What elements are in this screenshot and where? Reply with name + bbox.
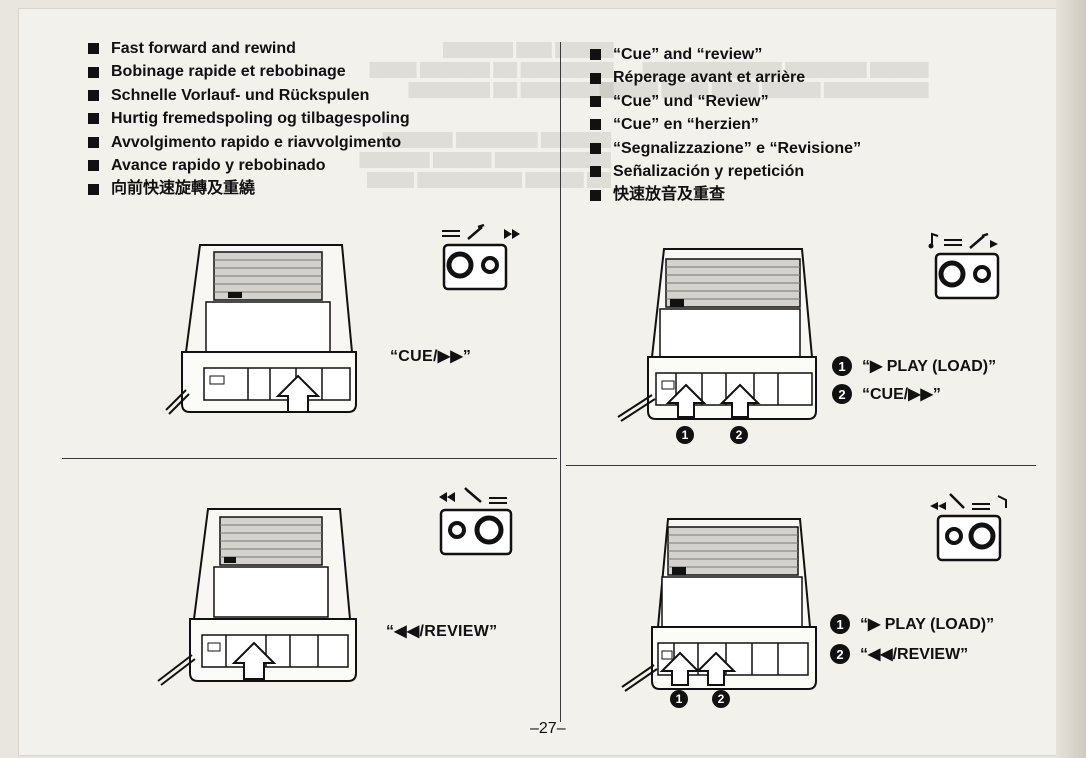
bullet-square — [88, 43, 99, 55]
heading-italian: “Segnalizzazione” e “Revisione” — [590, 137, 861, 160]
recorder-illustration — [617, 248, 817, 422]
heading-english: Fast forward and rewind — [88, 37, 410, 60]
bullet-square — [590, 189, 601, 201]
button-marker-2: 2 — [730, 426, 748, 444]
heading-danish: Hurtig fremedspoling og tilbagespoling — [88, 107, 410, 130]
recorder-illustration — [157, 508, 357, 686]
cassette-icon — [930, 493, 1007, 562]
heading-text: 快速放音及重查 — [613, 186, 726, 204]
step-number-badge: 1 — [830, 614, 850, 634]
column-divider — [560, 42, 561, 722]
page-number: –27– — [530, 720, 566, 737]
bullet-square — [88, 183, 99, 195]
heading-italian: Avvolgimento rapido e riavvolgimento — [88, 131, 410, 154]
recorder-illustration — [621, 518, 817, 692]
heading-spanish: Señalización y repetición — [590, 160, 861, 183]
step-play-load: 1 “▶ PLAY (LOAD)” — [832, 356, 996, 376]
heading-text: Avvolgimento rapido e riavvolgimento — [111, 133, 402, 151]
heading-text: Schnelle Vorlauf- und Rückspulen — [111, 86, 370, 104]
step-number-badge: 2 — [832, 384, 852, 404]
left-heading-list: Fast forward and rewind Bobinage rapide … — [88, 37, 410, 201]
heading-german: Schnelle Vorlauf- und Rückspulen — [88, 84, 410, 107]
heading-french: Réperage avant et arrière — [590, 66, 861, 89]
bullet-square — [88, 160, 99, 172]
button-marker-1: 1 — [676, 426, 694, 444]
heading-text: “Cue” and “review” — [613, 46, 763, 63]
step-number-badge: 1 — [832, 356, 852, 376]
step-cue: 2 “CUE/▶▶” — [832, 384, 941, 404]
heading-text: “Segnalizzazione” e “Revisione” — [613, 139, 862, 157]
button-marker-1: 1 — [670, 690, 688, 708]
bullet-square — [88, 136, 99, 148]
heading-text: “Cue” en “herzien” — [613, 116, 759, 134]
heading-text: Hurtig fremedspoling og tilbagespoling — [111, 110, 410, 128]
heading-german: “Cue” und “Review” — [590, 90, 861, 113]
bullet-square — [590, 119, 601, 131]
bullet-square — [590, 49, 601, 61]
figure-caption-review: “◀◀/REVIEW” — [386, 623, 498, 640]
step-review: 2 “◀◀/REVIEW” — [830, 644, 968, 664]
right-heading-list: “Cue” and “review” Réperage avant et arr… — [590, 43, 861, 207]
cassette-icon — [442, 223, 520, 291]
step-label: “◀◀/REVIEW” — [860, 646, 969, 663]
step-number-badge: 2 — [830, 644, 850, 664]
bullet-square — [88, 90, 99, 102]
bullet-square — [590, 166, 601, 178]
bullet-square — [88, 113, 99, 125]
button-marker-2: 2 — [712, 690, 730, 708]
heading-dutch: “Cue” en “herzien” — [590, 113, 861, 136]
cassette-icon — [439, 487, 513, 556]
step-label: “▶ PLAY (LOAD)” — [860, 616, 995, 633]
step-play-load: 1 “▶ PLAY (LOAD)” — [830, 614, 994, 634]
section-divider-left — [62, 458, 557, 459]
recorder-illustration — [165, 244, 357, 415]
cassette-icon — [928, 232, 1000, 300]
bullet-square — [88, 66, 99, 78]
heading-text: “Cue” und “Review” — [613, 92, 769, 110]
heading-chinese: 快速放音及重查 — [590, 183, 861, 206]
step-label: “CUE/▶▶” — [862, 386, 941, 403]
bullet-square — [590, 72, 601, 84]
bullet-square — [590, 96, 601, 108]
figure-caption-cue: “CUE/▶▶” — [390, 348, 472, 365]
heading-text: Bobinage rapide et rebobinage — [111, 63, 346, 81]
heading-text: Fast forward and rewind — [111, 40, 296, 57]
heading-spanish: Avance rapido y rebobinado — [88, 154, 410, 177]
heading-text: Señalización y repetición — [613, 163, 805, 181]
heading-text: 向前快速旋轉及重繞 — [111, 180, 256, 198]
heading-text: Avance rapido y rebobinado — [111, 157, 326, 175]
page-edge — [1056, 0, 1086, 758]
heading-text: Réperage avant et arrière — [613, 69, 806, 87]
step-label: “▶ PLAY (LOAD)” — [862, 358, 997, 375]
heading-english: “Cue” and “review” — [590, 43, 861, 66]
heading-french: Bobinage rapide et rebobinage — [88, 60, 410, 83]
bullet-square — [590, 142, 601, 154]
heading-chinese: 向前快速旋轉及重繞 — [88, 177, 410, 200]
section-divider-right — [566, 465, 1036, 466]
